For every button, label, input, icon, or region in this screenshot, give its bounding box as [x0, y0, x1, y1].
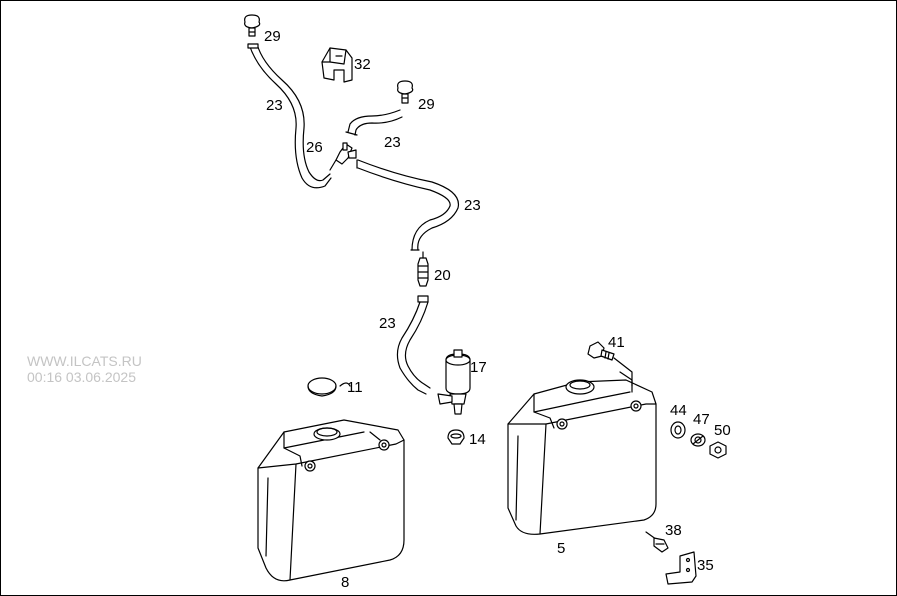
- callout-20: 20: [434, 267, 451, 284]
- callout-29-upper: 29: [264, 28, 281, 45]
- part-11-cap[interactable]: [307, 377, 351, 397]
- callout-47: 47: [693, 411, 710, 428]
- part-26-connector[interactable]: [329, 142, 357, 171]
- part-44-washer[interactable]: [670, 421, 686, 439]
- part-17-pump[interactable]: [437, 349, 471, 415]
- watermark-site: WWW.ILCATS.RU: [27, 353, 142, 369]
- part-47-spring-washer[interactable]: [690, 433, 706, 447]
- callout-23-lower: 23: [379, 315, 396, 332]
- watermark-datetime: 00:16 03.06.2025: [27, 369, 136, 385]
- callout-23-middle: 23: [464, 197, 481, 214]
- callout-11: 11: [347, 379, 363, 396]
- part-35-bracket[interactable]: [665, 551, 697, 585]
- callout-26: 26: [306, 139, 323, 156]
- part-14-grommet[interactable]: [447, 429, 465, 445]
- part-23-hose-left[interactable]: [247, 43, 332, 189]
- part-29-nozzle-lower[interactable]: [397, 80, 414, 104]
- callout-17: 17: [470, 359, 487, 376]
- callout-50: 50: [714, 422, 731, 439]
- callout-8: 8: [341, 574, 349, 591]
- callout-32: 32: [354, 56, 371, 73]
- callout-41: 41: [608, 334, 625, 351]
- callout-23-short: 23: [384, 134, 401, 151]
- part-38-screw[interactable]: [645, 531, 669, 553]
- part-8-tank-left[interactable]: [257, 419, 405, 582]
- part-20-valve[interactable]: [417, 251, 429, 287]
- part-23-hose-lower[interactable]: [396, 295, 431, 395]
- callout-14: 14: [469, 431, 486, 448]
- part-50-nut[interactable]: [709, 441, 727, 459]
- part-5-tank-right[interactable]: [507, 371, 657, 535]
- part-32-clip[interactable]: [321, 47, 353, 83]
- part-29-nozzle-upper[interactable]: [244, 14, 261, 37]
- part-23-hose-middle[interactable]: [356, 159, 460, 251]
- part-41-bolt[interactable]: [587, 341, 633, 387]
- callout-23-left: 23: [266, 97, 283, 114]
- callout-35: 35: [697, 557, 714, 574]
- callout-44: 44: [670, 402, 687, 419]
- callout-5: 5: [557, 540, 565, 557]
- part-23-hose-short[interactable]: [345, 109, 403, 136]
- callout-38: 38: [665, 522, 682, 539]
- callout-29-lower: 29: [418, 96, 435, 113]
